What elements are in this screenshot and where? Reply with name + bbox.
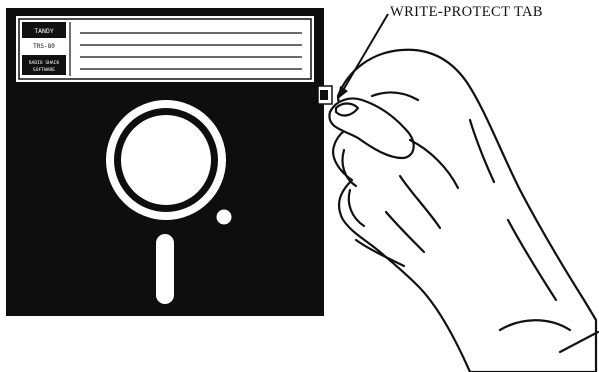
disk-label: TANDY TRS-80 RADIO SHACK SOFTWARE	[16, 16, 314, 82]
hand-illustration	[329, 50, 598, 372]
maker-line2: SOFTWARE	[33, 67, 55, 73]
model-text: TRS-80	[33, 43, 55, 50]
head-access-slot	[156, 234, 174, 304]
floppy-disk: TANDY TRS-80 RADIO SHACK SOFTWARE	[6, 8, 324, 316]
write-protect-tab	[318, 86, 332, 104]
brand-text: TANDY	[34, 27, 54, 35]
maker-line1: RADIO SHACK	[29, 60, 60, 66]
write-protect-tab-label: WRITE-PROTECT TAB	[390, 4, 543, 21]
center-hub	[106, 100, 226, 220]
index-hole	[217, 210, 232, 225]
